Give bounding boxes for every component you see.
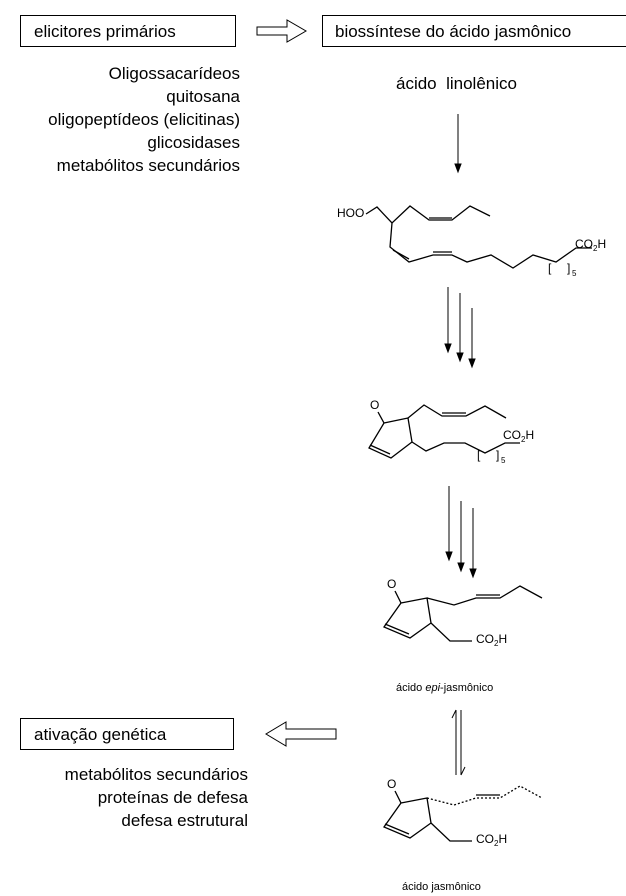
hydroperoxide-group-label: HOO bbox=[337, 206, 364, 220]
list-item: Oligossacarídeos bbox=[108, 64, 240, 83]
svg-text:O: O bbox=[387, 777, 396, 791]
svg-text:CO2H: CO2H bbox=[503, 428, 534, 444]
primary-elicitors-label: elicitores primários bbox=[34, 21, 176, 41]
right-block-arrow bbox=[256, 19, 307, 43]
svg-text:[: [ bbox=[548, 261, 552, 275]
epi-jasmonic-acid-label: ácido epi-jasmônico bbox=[396, 682, 494, 694]
svg-text:[: [ bbox=[477, 448, 481, 462]
svg-text:O: O bbox=[387, 577, 396, 591]
genetic-activation-label: ativação genética bbox=[34, 724, 167, 744]
list-item: proteínas de defesa bbox=[97, 788, 248, 807]
arrow-triple-1 bbox=[444, 287, 476, 369]
svg-text:CO2H: CO2H bbox=[476, 632, 507, 648]
carboxyl-group-label: CO2H bbox=[575, 237, 606, 253]
left-block-arrow bbox=[265, 721, 337, 747]
elicitor-list: Oligossacarídeos quitosana oligopeptídeo… bbox=[48, 62, 240, 177]
jasmonic-acid-label: ácido jasmônico bbox=[402, 881, 481, 893]
svg-text:CO2H: CO2H bbox=[476, 832, 507, 848]
list-item: metabólitos secundários bbox=[64, 765, 248, 784]
list-item: quitosana bbox=[166, 87, 240, 106]
primary-elicitors-box: elicitores primários bbox=[20, 15, 236, 47]
jasmonic-biosynthesis-label: biossíntese do ácido jasmônico bbox=[335, 21, 572, 41]
linolenic-acid-label: ácido linolênico bbox=[396, 74, 517, 93]
svg-text:5: 5 bbox=[572, 269, 577, 278]
list-item: oligopeptídeos (elicitinas) bbox=[48, 110, 240, 129]
list-item: metabólitos secundários bbox=[56, 156, 240, 175]
arrow-single bbox=[454, 114, 462, 174]
svg-text:5: 5 bbox=[501, 456, 506, 465]
equilibrium-arrows bbox=[451, 709, 466, 776]
svg-text:O: O bbox=[370, 398, 379, 412]
hydroperoxide-structure: HOO [ ] 5 CO2H bbox=[337, 205, 606, 278]
epi-jasmonic-acid-structure: O CO2H bbox=[383, 577, 543, 648]
genetic-activation-box: ativação genética bbox=[20, 718, 234, 750]
jasmonic-biosynthesis-box: biossíntese do ácido jasmônico bbox=[322, 15, 626, 47]
response-list: metabólitos secundários proteínas de def… bbox=[65, 763, 248, 832]
svg-text:]: ] bbox=[496, 448, 499, 462]
cyclopentenone-structure: O [ ] 5 CO2H bbox=[368, 398, 534, 465]
list-item: glicosidases bbox=[147, 133, 240, 152]
list-item: defesa estrutural bbox=[121, 811, 248, 830]
arrow-triple-2 bbox=[445, 486, 477, 579]
svg-text:]: ] bbox=[567, 261, 570, 275]
jasmonic-acid-structure: O CO2H bbox=[383, 777, 543, 848]
